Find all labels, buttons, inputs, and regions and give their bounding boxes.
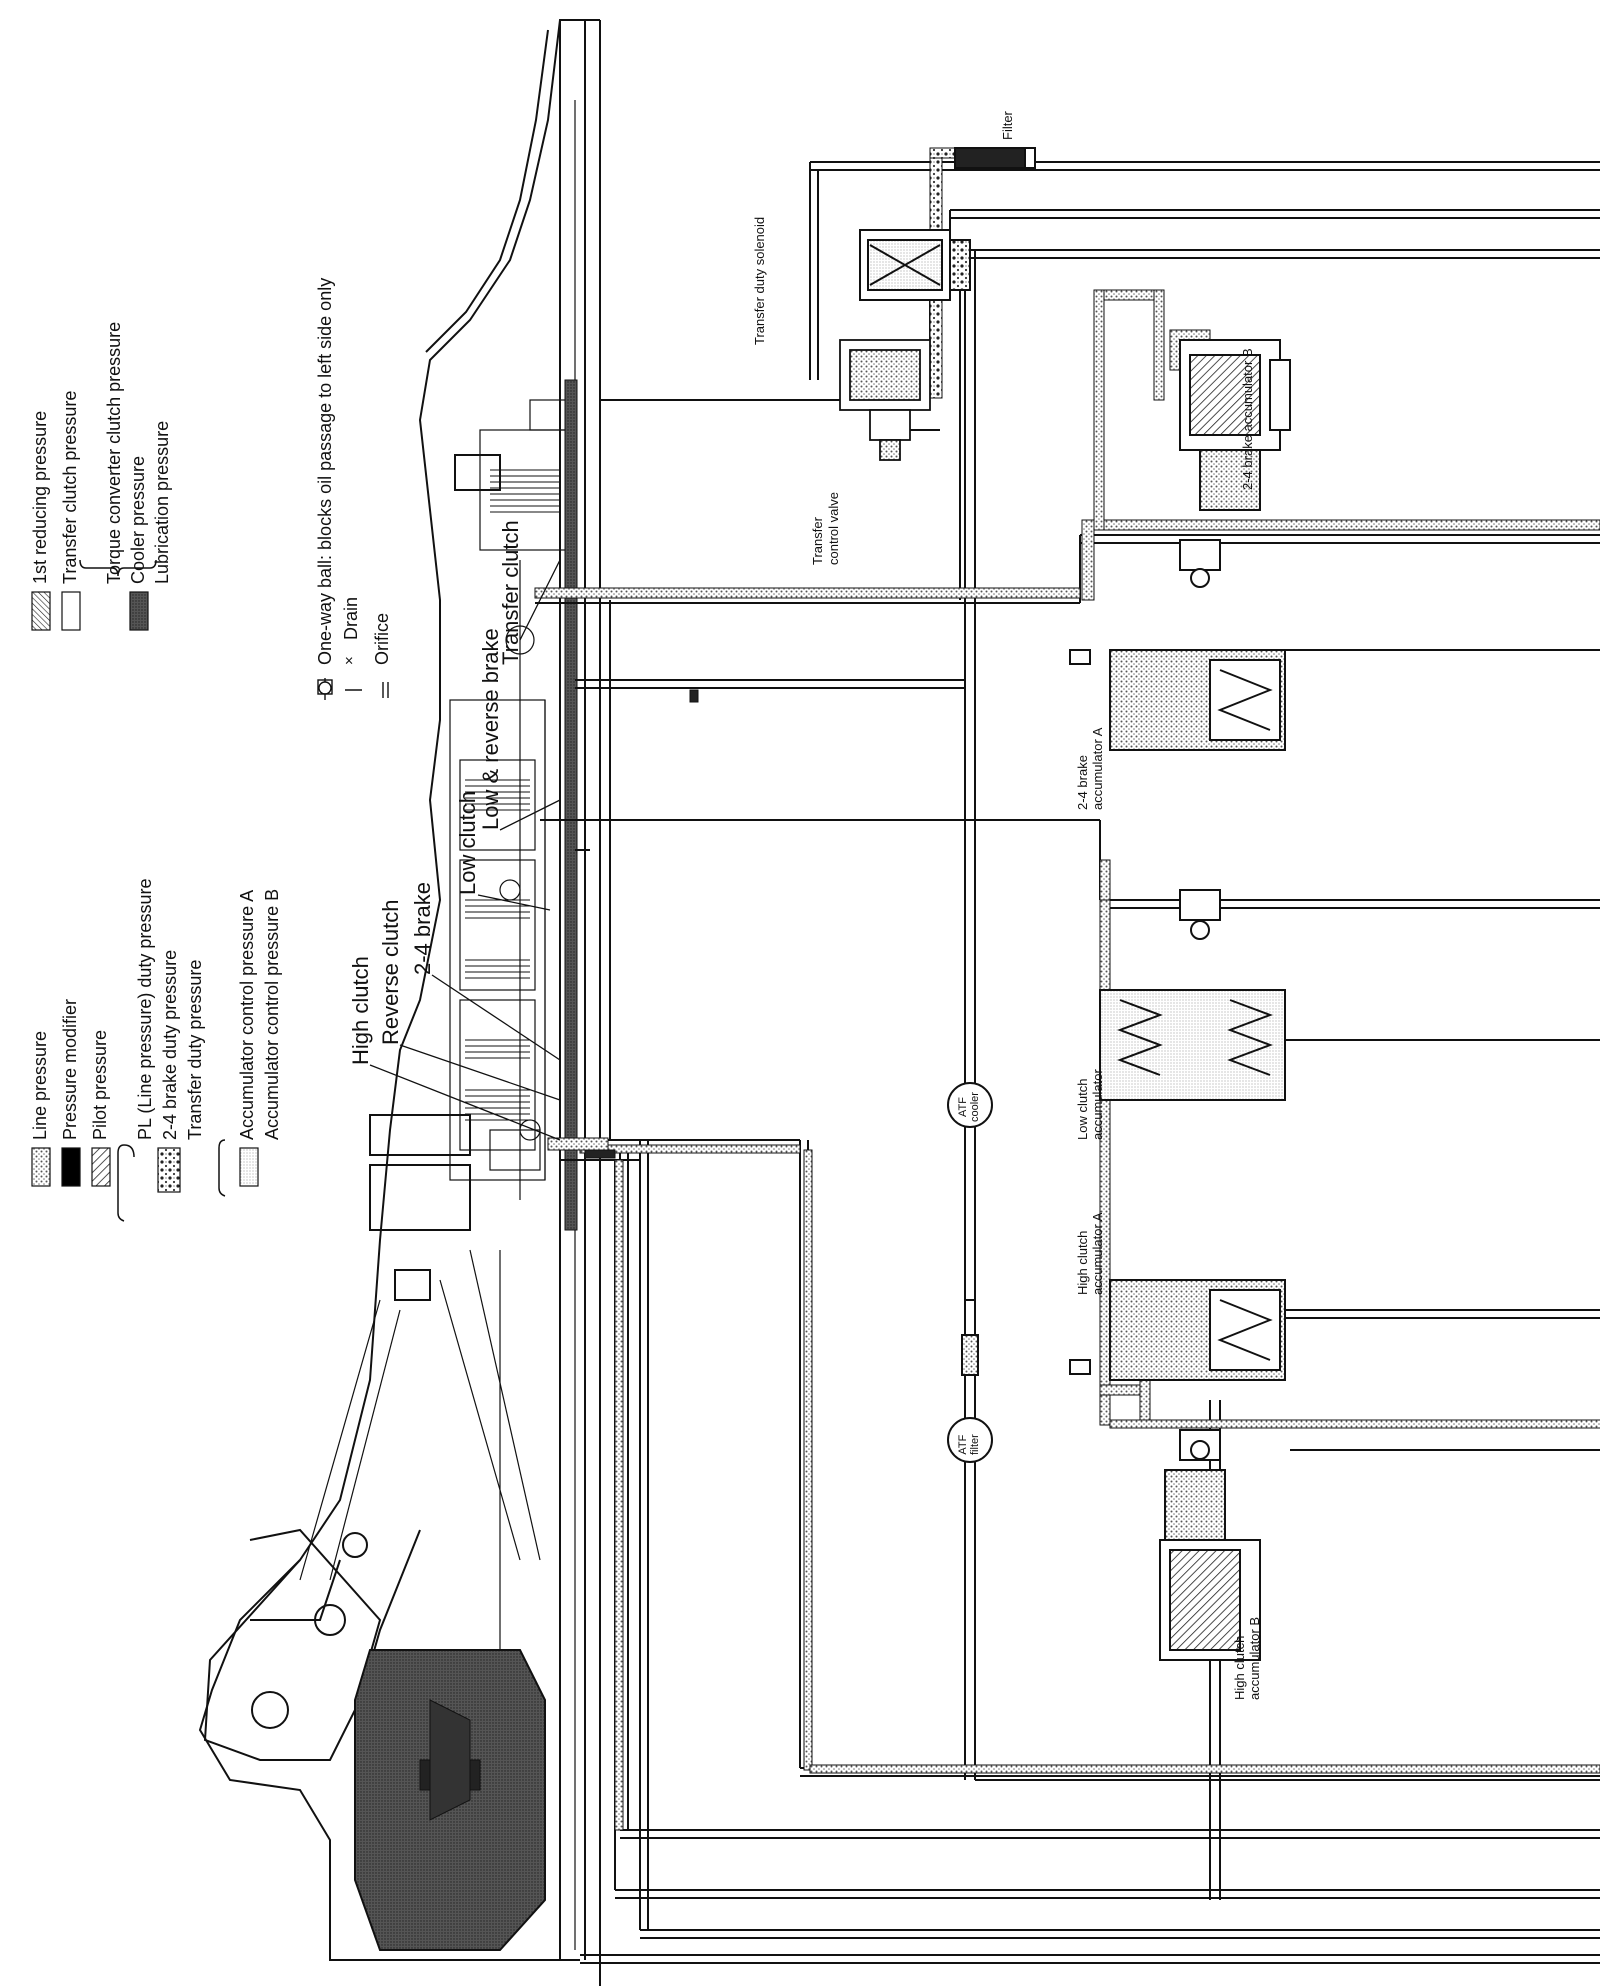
legend-lubrication: Lubrication pressure [152, 420, 172, 584]
label-transfer-control-valve-2: control valve [826, 492, 841, 565]
atf-devices [947, 1082, 993, 1463]
label-24-brake-acc-a-2: accumulator A [1090, 727, 1105, 810]
clutch-packs [449, 399, 571, 1181]
label-24-brake-acc-a-1: 2-4 brake [1075, 755, 1090, 810]
label-24-brake-acc-b: 2-4 brake accumulator B [1240, 348, 1255, 490]
swatch-torque-converter [129, 591, 149, 631]
drain-symbol: × [341, 656, 358, 665]
legend-acc-a: Accumulator control pressure A [237, 889, 257, 1140]
legend-braces [79, 559, 226, 1222]
filter-drawing [954, 147, 1036, 169]
symbol-key [317, 678, 389, 700]
label-filter: Filter [1000, 111, 1015, 140]
label-atf-cooler: ATF cooler [957, 1092, 981, 1122]
label-high-clutch-acc-a-2: accumulator A [1090, 1212, 1105, 1295]
swatch-transfer-clutch [61, 591, 81, 631]
swatch-accumulator [239, 1147, 259, 1187]
label-high-clutch-acc-b-2: accumulator B [1247, 1616, 1262, 1700]
swatch-duty-pressure [157, 1147, 181, 1193]
legend-drain: Drain [341, 596, 361, 640]
swatch-pilot-pressure [91, 1147, 111, 1187]
legend-one-way-ball: One-way ball: blocks oil passage to left… [315, 277, 335, 665]
legend-pressure-modifier: Pressure modifier [60, 998, 80, 1140]
label-high-clutch-acc-a-1: High clutch [1075, 1230, 1090, 1295]
atf-filter-circle [947, 1417, 993, 1463]
brake-24-accumulator-b-drawing [1179, 339, 1291, 511]
label-transfer-clutch: Transfer clutch [498, 520, 523, 665]
high-clutch-accumulator-a-drawing [1069, 1279, 1286, 1381]
hydraulic-lines [535, 161, 1600, 1964]
label-24-brake: 2-4 brake [410, 882, 435, 975]
legend-acc-b: Accumulator control pressure B [262, 888, 282, 1140]
label-high-clutch-acc-b-1: High clutch [1232, 1635, 1247, 1700]
swatch-1st-reducing [31, 591, 51, 631]
legend-cooler: Cooler pressure [128, 455, 148, 584]
legend-24-brake-duty: 2-4 brake duty pressure [160, 949, 180, 1140]
legend-orifice: Orifice [372, 612, 392, 665]
low-clutch-accumulator-drawing [1099, 889, 1286, 1101]
label-reverse-clutch: Reverse clutch [378, 899, 403, 1045]
transfer-duty-solenoid-drawing [859, 229, 971, 301]
legend-transfer-clutch-pressure: Transfer clutch pressure [60, 390, 80, 584]
lubrication-shaft [564, 379, 578, 1231]
label-high-clutch: High clutch [348, 956, 373, 1065]
legend-torque-converter: Torque converter clutch pressure [104, 321, 124, 584]
legend-transfer-duty: Transfer duty pressure [185, 959, 205, 1140]
legend-pl-duty: PL (Line pressure) duty pressure [135, 878, 155, 1140]
label-low-clutch-acc-1: Low clutch [1075, 1078, 1090, 1140]
brake-24-accumulator-a-drawing [1069, 539, 1286, 751]
atf-cooler-circle [947, 1082, 993, 1128]
label-transfer-control-valve-1: Transfer [810, 517, 825, 565]
swatch-pressure-modifier [61, 1147, 81, 1187]
label-transfer-duty-solenoid: Transfer duty solenoid [752, 216, 767, 345]
label-atf-filter: ATF filter [957, 1434, 981, 1455]
legend-swatches [31, 591, 259, 1193]
swatch-line-pressure [31, 1147, 51, 1187]
legend-pilot-pressure: Pilot pressure [90, 1029, 110, 1140]
transfer-control-valve-drawing [839, 339, 931, 461]
label-low-clutch-acc-2: accumulator [1090, 1069, 1105, 1140]
legend-line-pressure: Line pressure [30, 1030, 50, 1140]
legend-1st-reducing: 1st reducing pressure [30, 410, 50, 584]
torque-converter [354, 1649, 546, 1951]
high-clutch-accumulator-b-drawing [1159, 1429, 1261, 1661]
